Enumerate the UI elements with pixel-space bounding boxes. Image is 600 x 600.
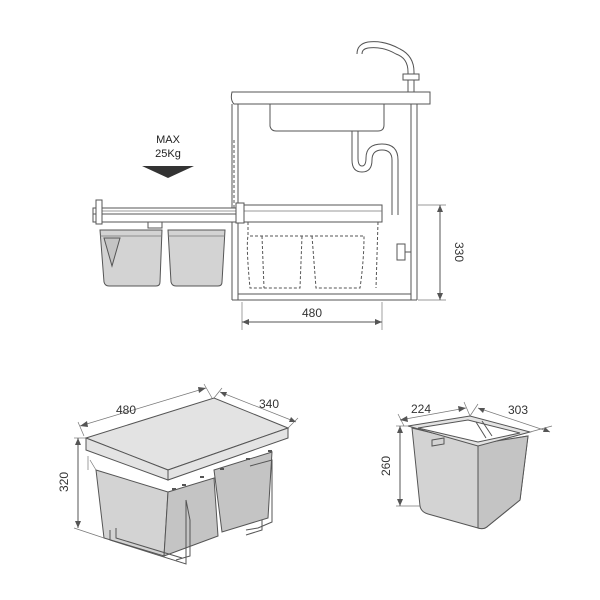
load-value: 25Kg — [155, 148, 181, 160]
unit-height-dimension: 320 — [57, 437, 105, 539]
installed-unit-outline — [241, 204, 383, 289]
rail-holes — [172, 450, 272, 490]
width-value: 480 — [302, 306, 322, 320]
drain-trap — [351, 131, 393, 215]
max-load-indicator: MAX 25Kg — [142, 134, 194, 178]
countertop — [230, 91, 431, 105]
rear-bin — [167, 229, 226, 287]
unit-depth-value: 340 — [259, 397, 279, 411]
down-arrow-icon — [142, 166, 194, 178]
faucet — [361, 47, 409, 92]
unit-height-value: 320 — [57, 472, 71, 492]
bucket-width-value: 224 — [411, 402, 431, 416]
bucket-width-dimension: 224 — [397, 401, 471, 427]
sink-basin — [269, 104, 385, 132]
unit-depth-dimension: 340 — [213, 387, 299, 429]
max-label: MAX — [156, 134, 181, 146]
height-value: 330 — [452, 242, 466, 262]
width-dimension: 480 — [241, 302, 383, 330]
bucket-depth-value: 303 — [508, 403, 528, 417]
single-bucket — [407, 415, 532, 530]
unit-width-dimension: 480 — [77, 383, 213, 437]
pullout-unit-3d — [84, 397, 290, 565]
bucket-depth-dimension: 303 — [469, 403, 553, 433]
rear-bin-3d — [213, 451, 273, 533]
height-dimension: 330 — [418, 204, 466, 301]
pulled-out-unit — [92, 199, 245, 287]
bucket-height-dimension: 260 — [379, 425, 420, 507]
unit-width-value: 480 — [116, 403, 136, 417]
bucket-height-value: 260 — [379, 456, 393, 476]
cabinet-side-view — [230, 41, 431, 301]
